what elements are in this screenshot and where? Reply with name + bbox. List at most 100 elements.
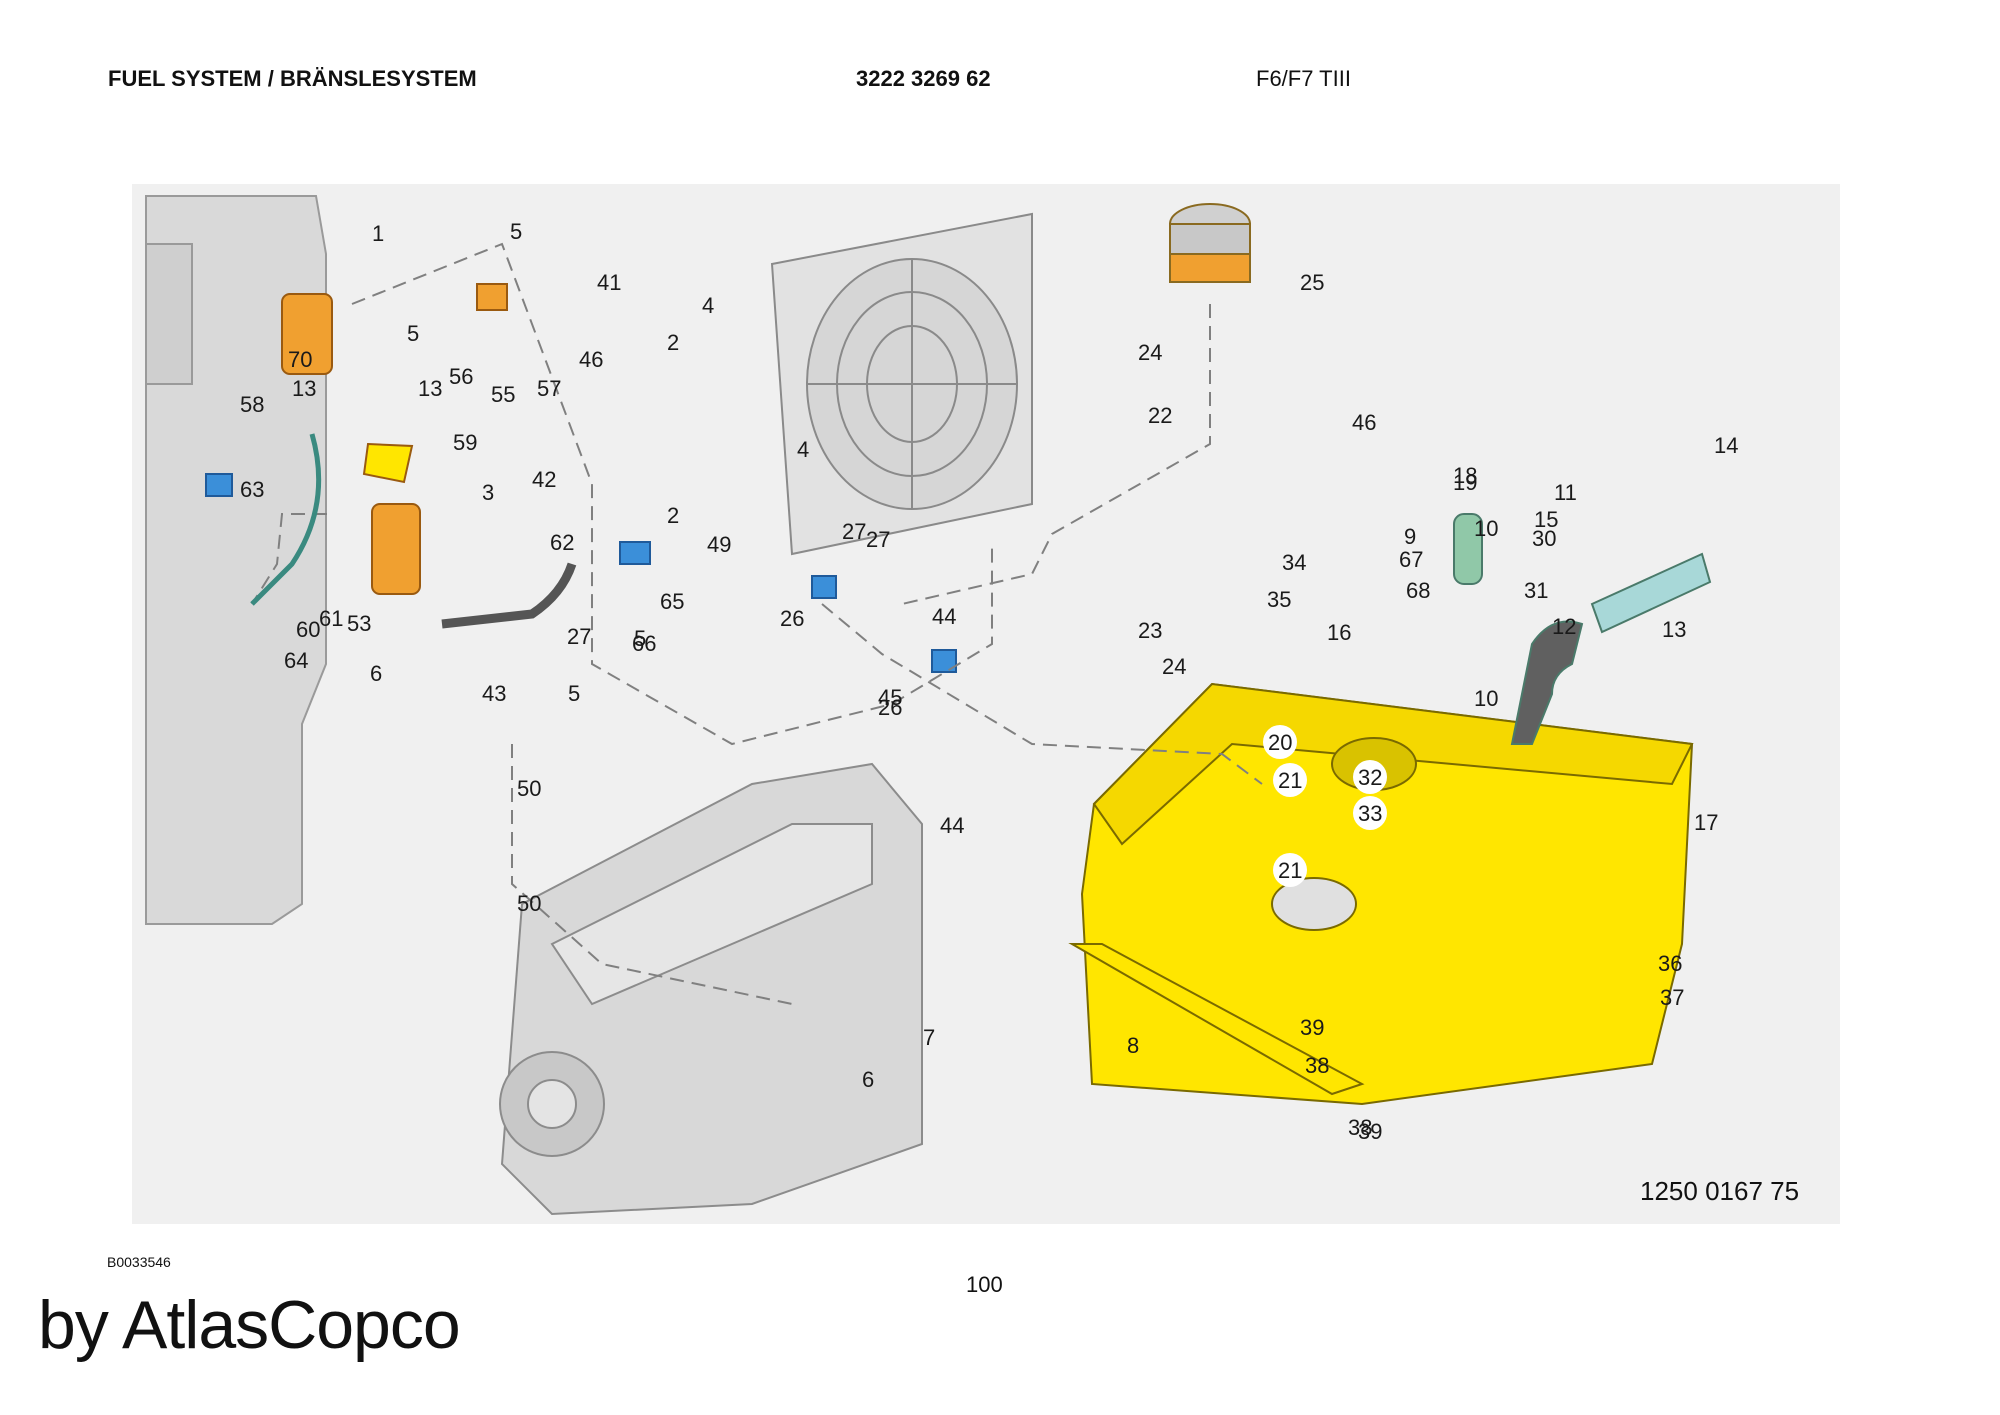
callout-68: 68	[1406, 578, 1430, 603]
callout-46: 46	[1352, 410, 1376, 435]
callout-4: 4	[702, 293, 714, 318]
callout-16: 16	[1327, 620, 1351, 645]
callout-badge	[1353, 760, 1387, 794]
callout-50: 50	[517, 891, 541, 916]
callout-1: 1	[372, 221, 384, 246]
document-id: B0033546	[107, 1254, 171, 1270]
connector-blocks	[205, 473, 957, 673]
callout-30: 30	[1532, 526, 1556, 551]
callout-5: 5	[634, 626, 646, 651]
callout-badge	[1353, 796, 1387, 830]
callout-39: 39	[1358, 1119, 1382, 1144]
callout-61: 61	[319, 606, 343, 631]
callout-49: 49	[707, 532, 731, 557]
callout-65: 65	[660, 589, 684, 614]
callout-27: 27	[866, 527, 890, 552]
callout-46: 46	[579, 347, 603, 372]
callout-60: 60	[296, 617, 320, 642]
callout-24: 24	[1138, 340, 1162, 365]
callout-39: 39	[1300, 1015, 1324, 1040]
filler-neck	[1453, 513, 1712, 745]
callout-36: 36	[1658, 951, 1682, 976]
callout-6: 6	[370, 661, 382, 686]
callout-6: 6	[862, 1067, 874, 1092]
page-title: FUEL SYSTEM / BRÄNSLESYSTEM	[108, 66, 477, 91]
callout-23: 23	[1138, 618, 1162, 643]
callout-26: 26	[878, 695, 902, 720]
callout-10: 10	[1474, 686, 1498, 711]
callout-11: 11	[1554, 480, 1577, 505]
callout-14: 14	[1714, 433, 1738, 458]
callout-5: 5	[568, 681, 580, 706]
callout-15: 15	[1534, 507, 1558, 532]
callout-56: 56	[449, 364, 473, 389]
callout-34: 34	[1282, 550, 1306, 575]
callout-37: 37	[1660, 985, 1684, 1010]
callout-13: 13	[1662, 617, 1686, 642]
callout-53: 53	[347, 611, 371, 636]
callout-27: 27	[842, 519, 866, 544]
callout-59: 59	[453, 430, 477, 455]
callout-10: 10	[1474, 516, 1498, 541]
callout-badge	[1263, 725, 1297, 759]
callout-2: 2	[667, 330, 679, 355]
fuel-lines	[251, 242, 1263, 1005]
callout-4: 4	[797, 437, 809, 462]
callout-41: 41	[597, 270, 621, 295]
callout-66: 66	[632, 631, 656, 656]
callout-70: 70	[288, 347, 312, 372]
callout-7: 7	[923, 1025, 935, 1050]
callout-31: 31	[1524, 578, 1548, 603]
model-label: F6/F7 TIII	[1256, 66, 1351, 91]
part-number: 3222 3269 62	[856, 66, 991, 91]
callout-badge	[1273, 763, 1307, 797]
callout-5: 5	[510, 219, 522, 244]
hoses	[250, 433, 322, 606]
callout-62: 62	[550, 530, 574, 555]
callout-2: 2	[667, 503, 679, 528]
callout-13: 13	[418, 376, 442, 401]
callout-43: 43	[482, 681, 506, 706]
brand-watermark: by AtlasCopco	[38, 1287, 461, 1363]
callout-58: 58	[240, 392, 264, 417]
callout-20: 20	[1268, 730, 1292, 755]
callout-45: 45	[878, 685, 902, 710]
callout-18: 18	[1453, 463, 1477, 488]
radiator	[770, 212, 1033, 556]
callout-44: 44	[932, 604, 956, 629]
callout-21: 21	[1278, 858, 1302, 883]
callout-9: 9	[1404, 524, 1416, 549]
breather-filter	[1169, 203, 1251, 283]
engine	[499, 762, 923, 1216]
drawing-number: 1250 0167 75	[1640, 1176, 1800, 1206]
callout-33: 33	[1358, 801, 1382, 826]
machine-frame	[145, 195, 327, 925]
fuel-filter	[281, 283, 508, 595]
hose-black	[441, 562, 577, 629]
callout-24: 24	[1162, 654, 1186, 679]
callout-8: 8	[1127, 1033, 1139, 1058]
callout-55: 55	[491, 382, 515, 407]
callout-38: 38	[1348, 1115, 1372, 1140]
callout-22: 22	[1148, 403, 1172, 428]
callout-5: 5	[407, 321, 419, 346]
callout-42: 42	[532, 467, 556, 492]
fuel-tank	[1068, 682, 1694, 1106]
callout-50: 50	[517, 776, 541, 801]
callout-32: 32	[1358, 765, 1382, 790]
callout-13: 13	[292, 376, 316, 401]
callout-44: 44	[940, 813, 964, 838]
callout-12: 12	[1552, 614, 1576, 639]
callout-57: 57	[537, 376, 561, 401]
callout-badge	[1273, 853, 1307, 887]
callout-19: 19	[1453, 470, 1477, 495]
callout-17: 17	[1694, 810, 1718, 835]
page-number: 100	[966, 1272, 1003, 1297]
callout-35: 35	[1267, 587, 1291, 612]
callout-38: 38	[1305, 1053, 1329, 1078]
callout-27: 27	[567, 624, 591, 649]
callout-63: 63	[240, 477, 264, 502]
